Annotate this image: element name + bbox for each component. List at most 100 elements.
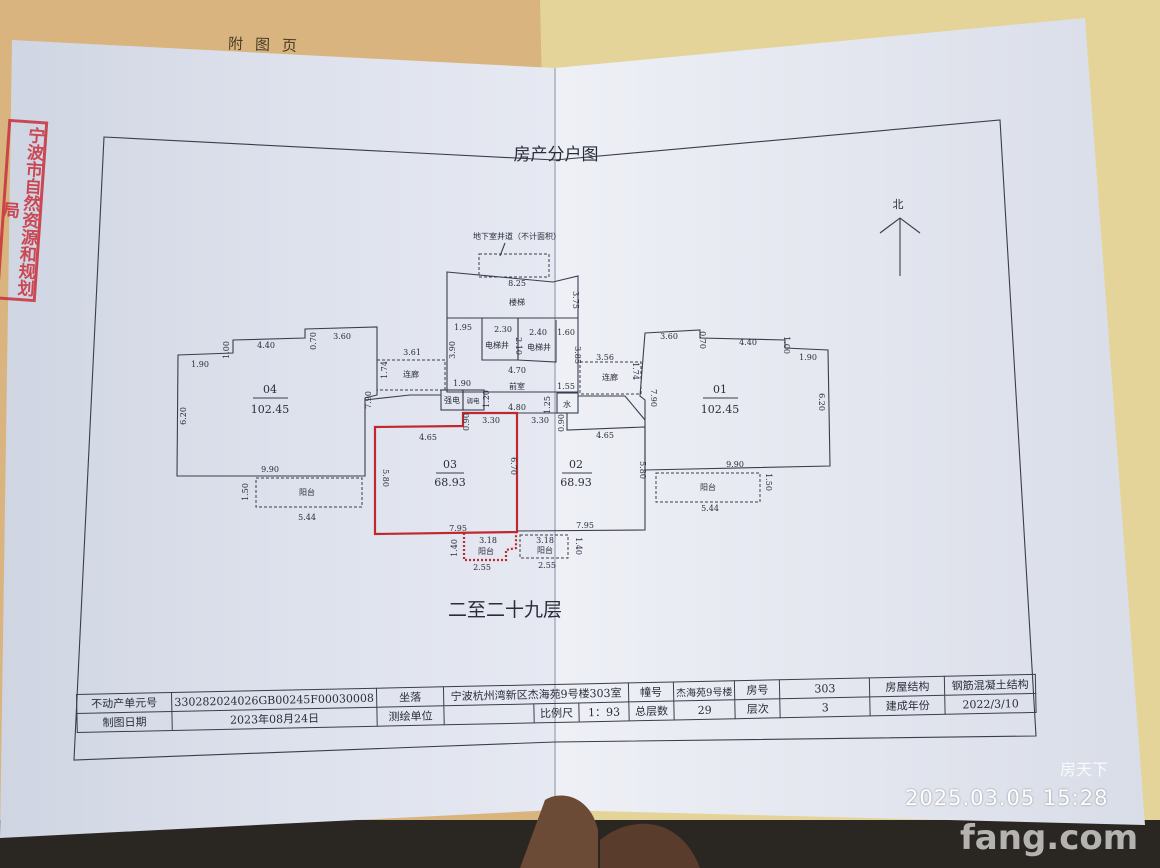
dim: 6.20 xyxy=(179,407,188,425)
dim: 4.80 xyxy=(508,403,526,412)
right-sheet xyxy=(555,18,1145,825)
dim: 1.20 xyxy=(482,390,491,408)
room-elevator-1: 电梯井 xyxy=(485,340,509,350)
dim: 1.74 xyxy=(380,361,389,379)
balcony-04-outline xyxy=(255,477,363,508)
balcony-03-outline-highlighted xyxy=(462,533,518,562)
balcony-01-outline xyxy=(655,472,761,503)
structure-label: 房屋结构 xyxy=(869,676,946,697)
dim: 7.95 xyxy=(449,524,467,533)
dim: 1.90 xyxy=(799,353,817,362)
dim: 3.30 xyxy=(482,416,500,425)
unit-03-id: 03 xyxy=(443,458,457,471)
dim: 1.74 xyxy=(631,362,640,380)
plan-title: 房产分户图 xyxy=(514,145,599,165)
room-balcony-04: 阳台 xyxy=(299,487,315,497)
dim: 7.90 xyxy=(364,391,373,409)
dim: 3.60 xyxy=(333,332,351,341)
dim: 0.70 xyxy=(309,332,318,350)
surveyor-value xyxy=(443,703,535,725)
watermark-logo: fang.com xyxy=(960,818,1139,858)
floor-label: 层次 xyxy=(735,698,781,719)
unit-01-area: 102.45 xyxy=(701,403,740,416)
dim: 3.56 xyxy=(596,353,614,362)
room-balcony-02: 阳台 xyxy=(537,545,553,555)
drawing-frame xyxy=(73,119,1037,761)
structure-value: 钢筋混凝土结构 xyxy=(944,674,1036,696)
built-label: 建成年份 xyxy=(870,695,946,716)
dim: 0.90 xyxy=(557,414,566,432)
dim: 1.95 xyxy=(454,323,472,332)
dim: 5.44 xyxy=(298,513,316,522)
dim: 4.65 xyxy=(596,431,614,440)
dim: 0.90 xyxy=(462,413,471,431)
floor-range-label: 二至二十九层 xyxy=(448,599,562,621)
dim: 2.10 xyxy=(514,337,523,355)
dim: 3.85 xyxy=(573,346,582,364)
unit-04-area: 102.45 xyxy=(251,403,290,416)
dim: 7.90 xyxy=(649,389,658,407)
dim: 3.61 xyxy=(403,348,421,357)
dim: 3.18 xyxy=(536,536,554,545)
unit-no-label: 不动产单元号 xyxy=(76,692,172,714)
room-value: 303 xyxy=(779,677,871,699)
dimension-labels: 8.25 3.75 1.95 2.30 2.40 1.60 2.10 3.90 … xyxy=(179,279,826,572)
shaft-outline xyxy=(478,253,550,278)
dim: 9.90 xyxy=(726,460,744,469)
dim: 9.90 xyxy=(261,465,279,474)
dim: 1.00 xyxy=(222,341,231,359)
dim: 1.50 xyxy=(241,483,250,501)
dim: 1.90 xyxy=(453,379,471,388)
wall xyxy=(578,395,646,421)
unit-01-id: 01 xyxy=(713,383,727,396)
dim: 3.75 xyxy=(571,291,580,309)
unit-01-outline xyxy=(639,329,831,471)
dim: 8.25 xyxy=(508,279,526,288)
dim: 1.40 xyxy=(450,539,459,557)
dim: 3.18 xyxy=(479,536,497,545)
dim: 3.60 xyxy=(660,332,678,341)
finger xyxy=(520,795,598,868)
dim: 5.80 xyxy=(638,461,647,479)
unit-04-id: 04 xyxy=(263,383,277,396)
room-water: 水 xyxy=(563,399,571,409)
page-header: 附图页 xyxy=(227,34,310,56)
dim: 1.60 xyxy=(557,328,575,337)
unit-03-area: 68.93 xyxy=(434,476,466,489)
room-corridor-left: 连廊 xyxy=(403,369,419,379)
dim: 4.40 xyxy=(739,338,757,347)
wall xyxy=(364,394,441,401)
total-floors-label: 总层数 xyxy=(628,700,675,721)
dim: 4.65 xyxy=(419,433,437,442)
dim: 1.25 xyxy=(543,396,552,414)
dim: 1.50 xyxy=(764,473,773,491)
shaft-note: 地下室井道（不计面积） xyxy=(473,231,561,241)
dim: 2.40 xyxy=(529,328,547,337)
dim: 2.30 xyxy=(494,325,512,334)
dim: 1.00 xyxy=(782,336,791,354)
watermark-cn: 房天下 xyxy=(1060,760,1109,779)
scale-value: 1：93 xyxy=(578,701,630,722)
date-value: 2023年08月24日 xyxy=(171,707,378,731)
unit-04-outline xyxy=(176,326,378,477)
dim: 2.55 xyxy=(538,561,556,570)
room-balcony-01: 阳台 xyxy=(700,482,716,492)
dim: 1.55 xyxy=(557,382,575,391)
room-weak-power: 弱电 xyxy=(467,396,481,405)
dim: 4.70 xyxy=(508,366,526,375)
elevator-2-outline xyxy=(517,318,557,363)
dim: 5.80 xyxy=(381,469,390,487)
dim: 5.44 xyxy=(701,504,719,513)
north-arrow-icon xyxy=(879,217,921,276)
location-label: 坐落 xyxy=(376,686,444,708)
balcony-02-outline xyxy=(519,534,569,559)
building-value: 杰海苑9号楼 xyxy=(673,680,736,701)
dim: 7.95 xyxy=(576,521,594,530)
room-label: 房号 xyxy=(734,679,781,700)
weak-power-room xyxy=(462,389,485,411)
left-sheet xyxy=(0,40,555,838)
floor-value: 3 xyxy=(780,696,871,718)
room-strong-power: 强电 xyxy=(444,395,460,405)
date-label: 制图日期 xyxy=(76,711,173,733)
